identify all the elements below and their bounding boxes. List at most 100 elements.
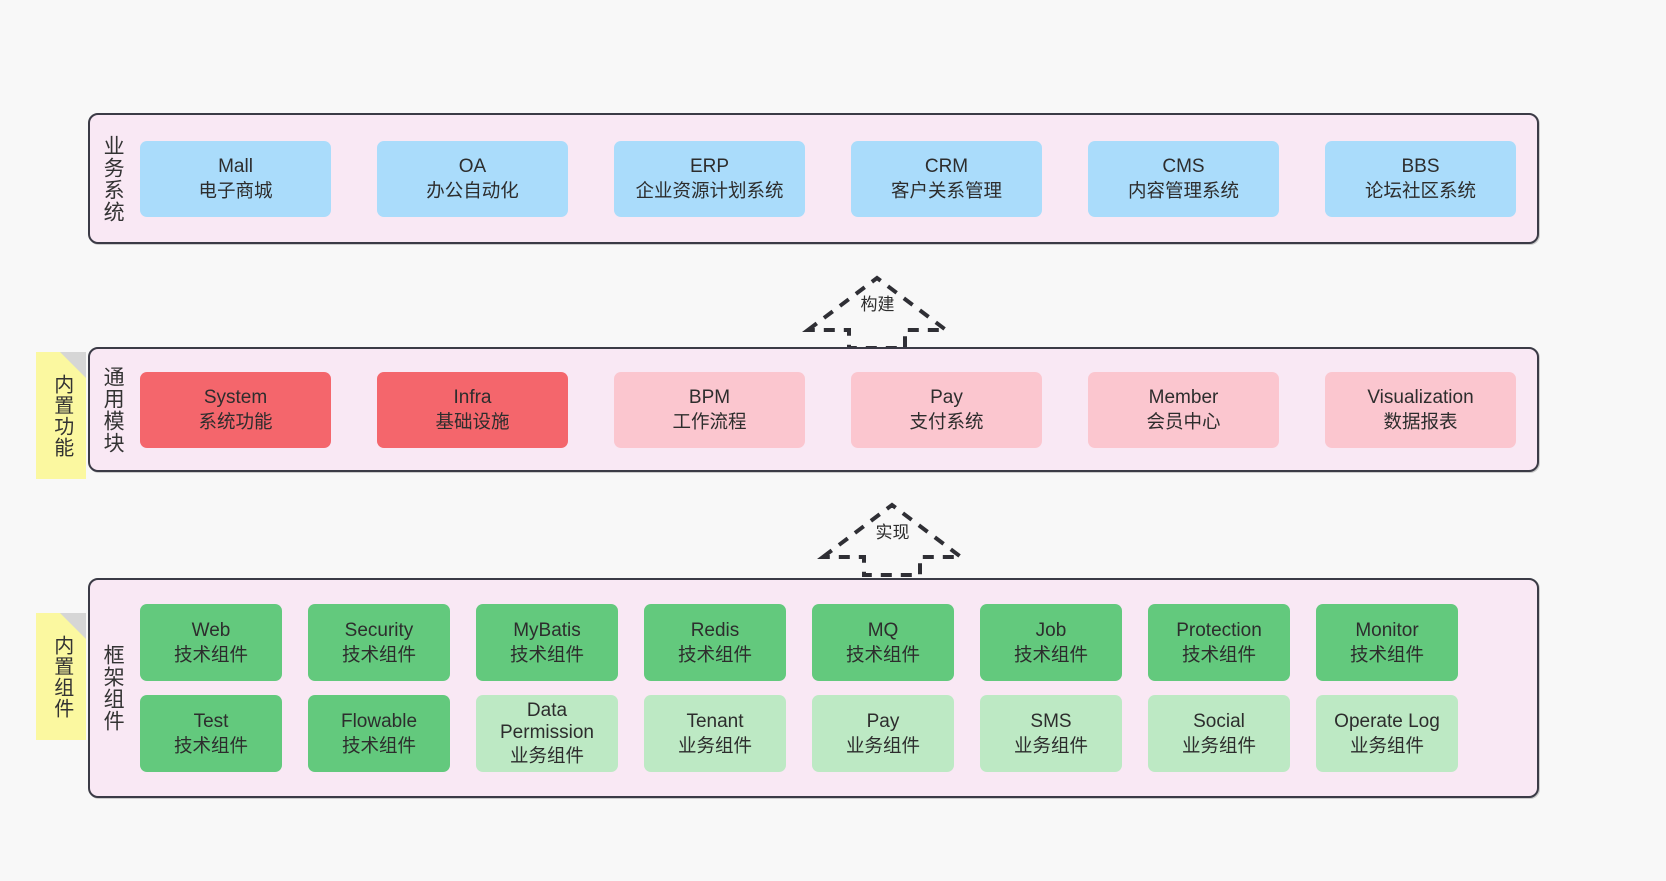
- framework-row-technical: Web 技术组件 Security 技术组件 MyBatis 技术组件 Redi…: [140, 604, 1523, 681]
- card-title: Job: [1035, 619, 1067, 641]
- card-system[interactable]: System 系统功能: [140, 371, 331, 448]
- card-monitor[interactable]: Monitor 技术组件: [1316, 604, 1458, 681]
- layer-label-framework-components: 框架组件: [101, 644, 125, 732]
- card-title: Security: [344, 619, 414, 641]
- card-title: Web: [191, 619, 231, 641]
- card-title: Operate Log: [1334, 710, 1440, 732]
- card-pay-component[interactable]: Pay 业务组件: [812, 695, 954, 772]
- card-title: BPM: [688, 386, 731, 408]
- card-subtitle: 技术组件: [341, 643, 416, 665]
- sticky-note-label: 内置组件: [50, 634, 73, 719]
- layer-framework-components: 框架组件 Web 技术组件 Security 技术组件 MyBatis 技术组件…: [88, 578, 1539, 798]
- card-erp[interactable]: ERP 企业资源计划系统: [614, 140, 805, 217]
- card-subtitle: 技术组件: [341, 734, 416, 756]
- card-title: Social: [1193, 710, 1245, 732]
- card-cms[interactable]: CMS 内容管理系统: [1088, 140, 1279, 217]
- card-title: ERP: [689, 155, 730, 177]
- card-visualization[interactable]: Visualization 数据报表: [1325, 371, 1516, 448]
- card-subtitle: 业务组件: [677, 734, 752, 756]
- card-job[interactable]: Job 技术组件: [980, 604, 1122, 681]
- card-title: BBS: [1401, 155, 1440, 177]
- card-bbs[interactable]: BBS 论坛社区系统: [1325, 140, 1516, 217]
- card-title: CRM: [924, 155, 969, 177]
- card-title: CMS: [1162, 155, 1205, 177]
- card-subtitle: 技术组件: [1181, 643, 1256, 665]
- card-subtitle: 业务组件: [1013, 734, 1088, 756]
- card-title: System: [203, 386, 268, 408]
- card-tenant[interactable]: Tenant 业务组件: [644, 695, 786, 772]
- card-mall[interactable]: Mall 电子商城: [140, 140, 331, 217]
- card-title: MQ: [867, 619, 899, 641]
- card-subtitle: 论坛社区系统: [1364, 179, 1476, 201]
- card-flowable[interactable]: Flowable 技术组件: [308, 695, 450, 772]
- sticky-note-builtin-components: 内置组件: [36, 613, 86, 740]
- card-title: Monitor: [1355, 619, 1419, 641]
- card-subtitle: 会员中心: [1146, 410, 1221, 432]
- card-subtitle: 技术组件: [173, 734, 248, 756]
- implement-arrow: [817, 502, 967, 577]
- layer-body-framework-components: Web 技术组件 Security 技术组件 MyBatis 技术组件 Redi…: [134, 580, 1537, 796]
- card-title: Pay: [930, 386, 963, 408]
- layer-common-modules: 通用模块 System 系统功能 Infra 基础设施 BPM 工作流程 Pay…: [88, 347, 1539, 472]
- card-social[interactable]: Social 业务组件: [1148, 695, 1290, 772]
- card-subtitle: 业务组件: [1349, 734, 1424, 756]
- card-subtitle: 业务组件: [1181, 734, 1256, 756]
- card-title: Infra: [453, 386, 492, 408]
- card-subtitle: 业务组件: [509, 745, 584, 767]
- card-subtitle: 系统功能: [198, 410, 273, 432]
- card-title: MyBatis: [513, 619, 581, 641]
- card-sms[interactable]: SMS 业务组件: [980, 695, 1122, 772]
- card-title: Tenant: [686, 710, 744, 732]
- card-security[interactable]: Security 技术组件: [308, 604, 450, 681]
- layer-label-business-systems: 业务系统: [101, 134, 125, 223]
- card-subtitle: 技术组件: [677, 643, 752, 665]
- card-web[interactable]: Web 技术组件: [140, 604, 282, 681]
- card-title: Redis: [690, 619, 740, 641]
- card-subtitle: 企业资源计划系统: [635, 179, 784, 201]
- card-subtitle: 技术组件: [509, 643, 584, 665]
- sticky-note-label: 内置功能: [50, 373, 73, 458]
- card-oa[interactable]: OA 办公自动化: [377, 140, 568, 217]
- card-subtitle: 客户关系管理: [890, 179, 1002, 201]
- implement-arrow-label: 实现: [875, 523, 910, 542]
- card-title: SMS: [1030, 710, 1072, 732]
- card-title: Flowable: [340, 710, 418, 732]
- card-protection[interactable]: Protection 技术组件: [1148, 604, 1290, 681]
- card-title: OA: [458, 155, 487, 177]
- card-infra[interactable]: Infra 基础设施: [377, 371, 568, 448]
- card-data-permission[interactable]: Data Permission 业务组件: [476, 695, 618, 772]
- card-subtitle: 工作流程: [672, 410, 747, 432]
- framework-row-business: Test 技术组件 Flowable 技术组件 Data Permission …: [140, 695, 1523, 772]
- card-subtitle: 基础设施: [435, 410, 510, 432]
- card-title: Mall: [218, 155, 253, 177]
- layer-label-common-modules: 通用模块: [101, 365, 125, 454]
- card-pay-module[interactable]: Pay 支付系统: [851, 371, 1042, 448]
- card-subtitle: 技术组件: [173, 643, 248, 665]
- card-title: Test: [193, 710, 229, 732]
- card-title: Pay: [866, 710, 900, 732]
- card-member[interactable]: Member 会员中心: [1088, 371, 1279, 448]
- card-crm[interactable]: CRM 客户关系管理: [851, 140, 1042, 217]
- card-operate-log[interactable]: Operate Log 业务组件: [1316, 695, 1458, 772]
- card-subtitle: 办公自动化: [426, 179, 519, 201]
- build-arrow: [802, 275, 952, 350]
- card-test[interactable]: Test 技术组件: [140, 695, 282, 772]
- card-subtitle: 业务组件: [845, 734, 920, 756]
- card-subtitle: 支付系统: [909, 410, 984, 432]
- card-subtitle: 技术组件: [1013, 643, 1088, 665]
- card-title: Data Permission: [500, 699, 594, 744]
- card-subtitle: 数据报表: [1383, 410, 1458, 432]
- build-arrow-label: 构建: [860, 295, 895, 314]
- card-redis[interactable]: Redis 技术组件: [644, 604, 786, 681]
- layer-body-common-modules: System 系统功能 Infra 基础设施 BPM 工作流程 Pay 支付系统…: [134, 349, 1537, 470]
- card-subtitle: 技术组件: [1349, 643, 1424, 665]
- card-bpm[interactable]: BPM 工作流程: [614, 371, 805, 448]
- card-title: Visualization: [1367, 386, 1474, 408]
- card-subtitle: 内容管理系统: [1127, 179, 1239, 201]
- card-subtitle: 电子商城: [198, 179, 273, 201]
- card-mybatis[interactable]: MyBatis 技术组件: [476, 604, 618, 681]
- layer-business-systems: 业务系统 Mall 电子商城 OA 办公自动化 ERP 企业资源计划系统 CRM…: [88, 113, 1539, 244]
- card-mq[interactable]: MQ 技术组件: [812, 604, 954, 681]
- layer-body-business-systems: Mall 电子商城 OA 办公自动化 ERP 企业资源计划系统 CRM 客户关系…: [134, 115, 1537, 242]
